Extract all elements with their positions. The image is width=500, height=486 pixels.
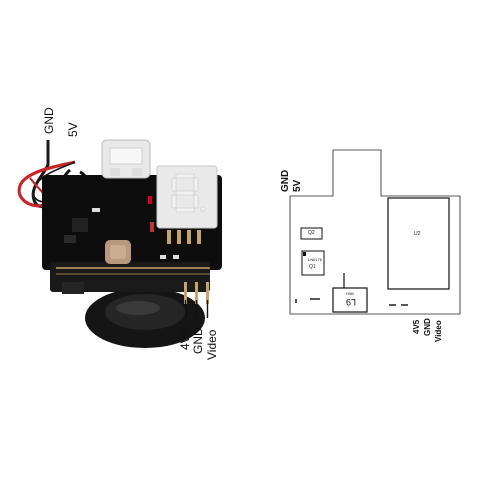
q2-label: Q2	[308, 230, 315, 236]
q1-label: Q1	[309, 264, 316, 270]
schematic-gnd-pin-label: GND	[423, 318, 432, 336]
schematic-gnd-label: GND	[280, 169, 291, 192]
schematic-4v5-label: 4V5	[412, 319, 421, 334]
h5b-label: H5B	[346, 291, 354, 296]
u2-label: U2	[414, 231, 421, 237]
component-h5b	[332, 287, 368, 313]
component-u2	[387, 197, 450, 290]
q1-code-label: LN6176	[308, 257, 323, 262]
component-q1	[301, 250, 325, 276]
pcb-lower	[50, 262, 210, 292]
vtx-module-photo	[17, 139, 222, 348]
schematic-video-label: Video	[434, 320, 443, 342]
board-outline	[289, 149, 461, 315]
l9-label: L9	[346, 297, 357, 307]
wire-5v	[17, 160, 76, 208]
schematic-5v-label: 5V	[292, 179, 303, 192]
component-q2	[300, 227, 323, 240]
